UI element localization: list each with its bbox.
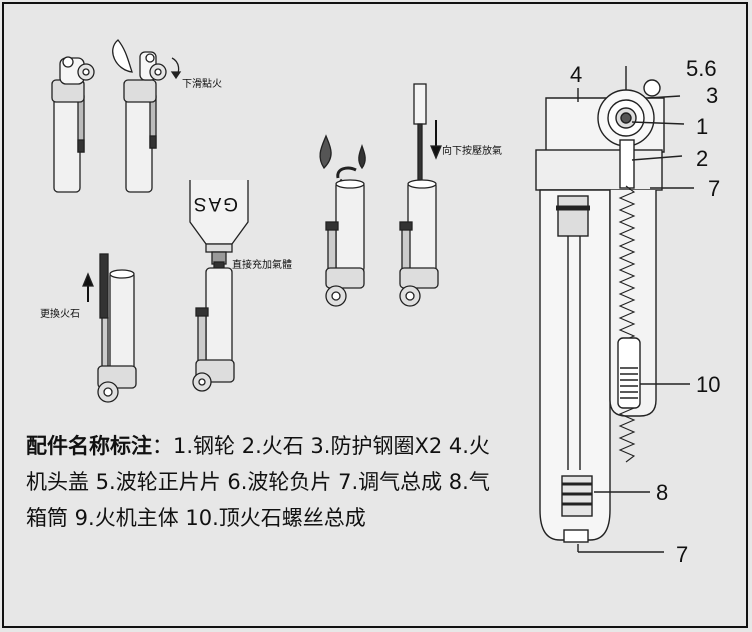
flame-adjust-illustration	[319, 134, 366, 307]
release-gas-illustration	[399, 83, 442, 307]
parts-separator: ：	[152, 434, 173, 458]
lighter-closed-illustration	[51, 56, 95, 193]
callout-5-6: 5.6	[686, 56, 717, 81]
callout-7-bottom: 7	[676, 542, 688, 567]
press-release-caption: 向下按壓放氣	[442, 144, 502, 157]
gas-refill-illustration	[189, 180, 249, 392]
gas-label: GAS	[192, 193, 238, 214]
parts-list: 1.钢轮 2.火石 3.防护钢圈X2 4.火机头盖 5.波轮正片片 6.波轮负片…	[26, 434, 490, 530]
callout-7-top: 7	[708, 176, 720, 201]
callout-2: 2	[696, 146, 708, 171]
lighter-ignite-illustration	[112, 39, 182, 193]
parts-legend: 配件名称标注：1.钢轮 2.火石 3.防护钢圈X2 4.火机头盖 5.波轮正片片…	[26, 428, 506, 536]
callout-1: 1	[696, 114, 708, 139]
callout-10: 10	[696, 372, 720, 397]
callout-4: 4	[570, 62, 582, 87]
direct-fill-caption: 直接充加氣體	[232, 258, 292, 271]
callout-3: 3	[706, 83, 718, 108]
slide-ignite-caption: 下滑點火	[182, 77, 222, 90]
replace-flint-illustration	[82, 253, 137, 403]
exploded-diagram	[535, 66, 694, 553]
replace-flint-caption: 更換火石	[40, 308, 80, 320]
parts-title: 配件名称标注	[26, 434, 152, 458]
callout-8: 8	[656, 480, 668, 505]
